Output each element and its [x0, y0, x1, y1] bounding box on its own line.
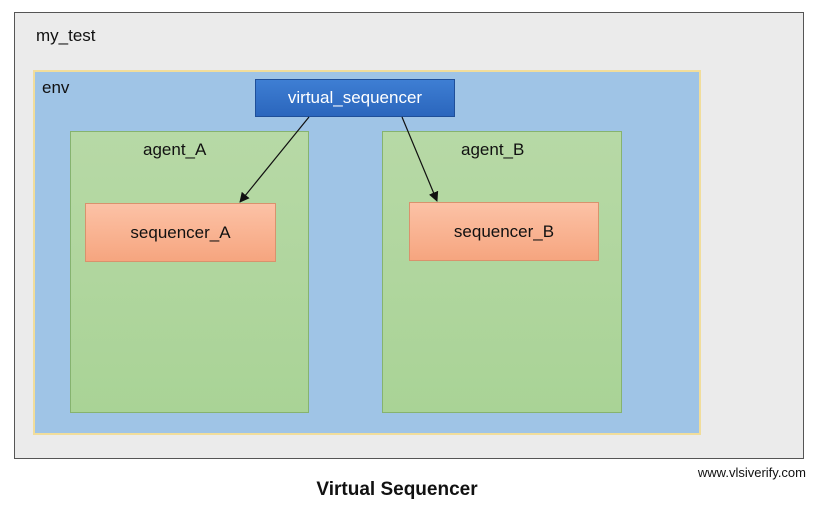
diagram-caption: Virtual Sequencer: [316, 479, 478, 500]
sequencer-b-label: sequencer_B: [453, 221, 555, 241]
virtual-sequencer-box: virtual_sequencer: [255, 79, 455, 117]
agent-a-box: [70, 131, 309, 413]
agent-b-box: [382, 131, 622, 413]
agent-a-label: agent_A: [143, 140, 207, 159]
env-label: env: [42, 78, 70, 97]
test-label: my_test: [36, 26, 96, 45]
sequencer-b-box: sequencer_B: [409, 202, 599, 261]
agent-b-label: agent_B: [461, 140, 525, 159]
website-label: www.vlsiverify.com: [697, 465, 806, 480]
sequencer-a-label: sequencer_A: [130, 222, 231, 242]
virtual-sequencer-label: virtual_sequencer: [287, 88, 423, 107]
sequencer-a-box: sequencer_A: [85, 203, 276, 262]
